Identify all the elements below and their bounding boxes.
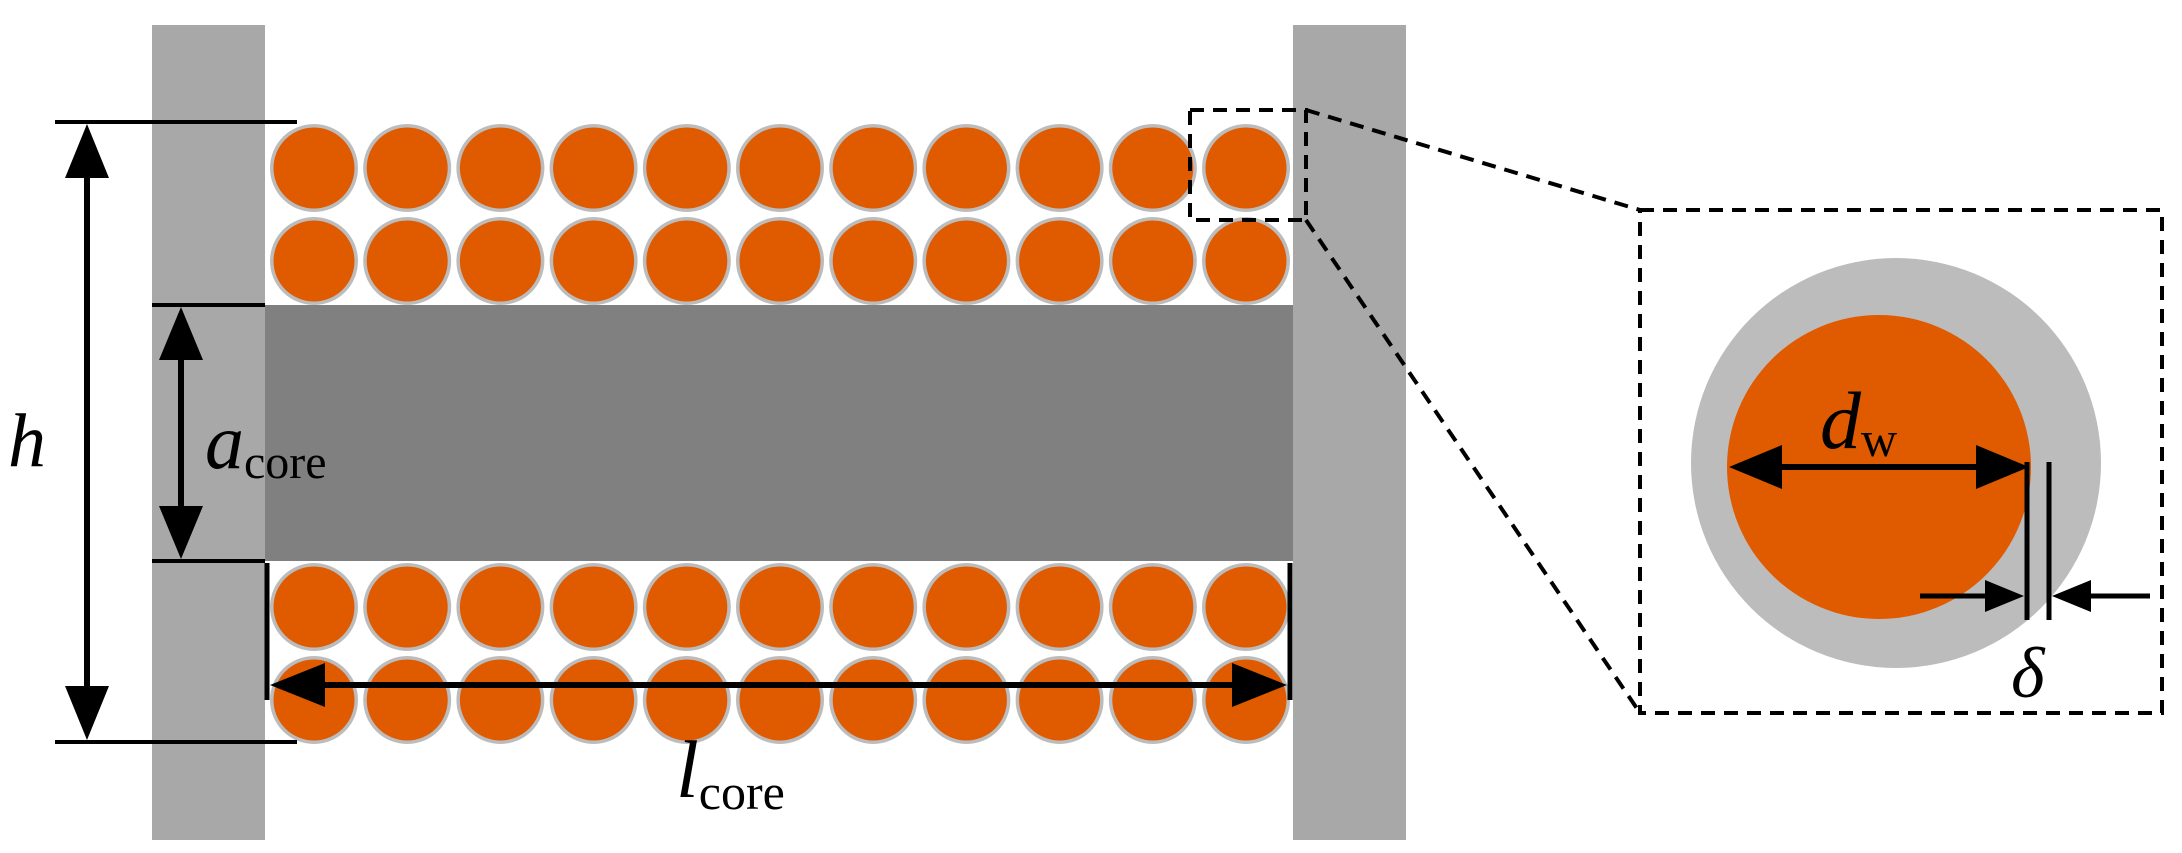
wire-turn-lower-1-4 (549, 563, 638, 651)
h-double-arrow-icon (65, 124, 109, 740)
left-flange (152, 25, 265, 840)
a-core-double-arrow-icon (159, 307, 203, 559)
wire-turn-upper-1-5 (642, 124, 731, 212)
wire-turn-lower-1-5 (642, 563, 731, 651)
wire-turn-lower-1-9 (1015, 563, 1104, 651)
wire-turn-upper-1-3 (456, 124, 545, 212)
dashed-leader-line-bottom (1304, 218, 1642, 715)
wire-turn-upper-2-7 (829, 217, 918, 305)
wire-turn-lower-1-6 (736, 563, 824, 651)
wire-turn-upper-2-2 (363, 217, 452, 305)
l-core-double-arrow-icon (270, 663, 1287, 707)
wire-turn-upper-1-7 (829, 124, 918, 212)
h-label: h (8, 399, 46, 483)
wire-turn-lower-1-3 (456, 563, 545, 651)
wire-turn-lower-1-7 (829, 563, 918, 651)
wire-turn-upper-2-8 (922, 217, 1011, 305)
wire-turn-lower-1-10 (1108, 563, 1197, 651)
wire-turn-upper-2-9 (1015, 217, 1104, 305)
wire-turn-upper-1-4 (549, 124, 638, 212)
wire-turn-lower-2-8 (922, 656, 1011, 744)
wire-turn-upper-2-1 (270, 217, 358, 305)
wire-turn-upper-2-11 (1202, 217, 1290, 305)
wire-turn-upper-2-3 (456, 217, 545, 305)
wire-turn-lower-1-1 (270, 563, 358, 651)
wire-turn-lower-2-4 (549, 656, 638, 744)
wire-turn-lower-1-8 (922, 563, 1011, 651)
wire-turn-lower-2-5 (642, 656, 731, 744)
core (265, 305, 1293, 561)
wire-turn-upper-1-9 (1015, 124, 1104, 212)
wire-turn-upper-1-6 (736, 124, 824, 212)
delta-label: δ (2011, 633, 2046, 713)
right-flange (1293, 25, 1406, 840)
wire-turn-lower-2-2 (363, 656, 452, 744)
dw-label: dw (1820, 375, 1897, 467)
dashed-leader-line-top (1305, 108, 1641, 212)
wire-turn-upper-2-10 (1108, 217, 1197, 305)
winding-wires (270, 124, 1290, 744)
wire-turn-lower-2-7 (829, 656, 918, 744)
dw-double-arrow-icon (1729, 445, 2029, 489)
delta-left-arrow-icon (1920, 580, 2024, 612)
wire-turn-lower-2-10 (1108, 656, 1197, 744)
wire-turn-lower-2-3 (456, 656, 545, 744)
wire-turn-upper-1-11 (1202, 124, 1290, 212)
wire-turn-lower-2-6 (736, 656, 824, 744)
wire-turn-upper-1-2 (363, 124, 452, 212)
zoom-source-box (1188, 108, 1308, 222)
a-core-label: acore (205, 398, 327, 489)
wire-turn-lower-1-11 (1202, 563, 1290, 651)
wire-turn-upper-2-5 (642, 217, 731, 305)
wire-turn-lower-2-9 (1015, 656, 1104, 744)
wire-turn-upper-2-6 (736, 217, 824, 305)
l-core-label: lcore (676, 724, 785, 820)
delta-right-arrow-icon (2052, 580, 2150, 612)
wire-turn-lower-1-2 (363, 563, 452, 651)
wire-turn-upper-1-10 (1108, 124, 1197, 212)
zoom-detail-box (1638, 208, 2164, 715)
wire-turn-upper-2-4 (549, 217, 638, 305)
wire-turn-upper-1-1 (270, 124, 358, 212)
wire-turn-upper-1-8 (922, 124, 1011, 212)
